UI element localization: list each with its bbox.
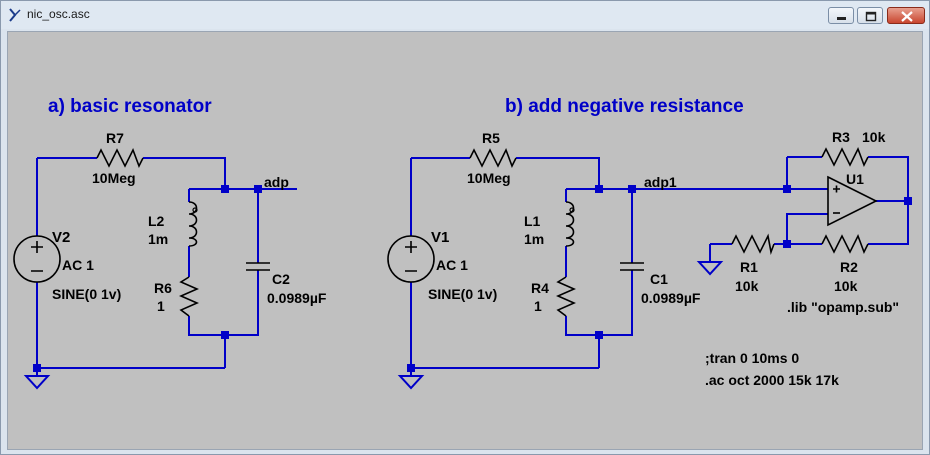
resistor-r2[interactable]: [821, 234, 869, 254]
title-bar[interactable]: nic_osc.asc: [1, 1, 929, 29]
l1-label: L1: [524, 213, 541, 229]
r3-value: 10k: [862, 129, 886, 145]
l1-value: 1m: [524, 231, 544, 247]
c1-label: C1: [650, 271, 668, 287]
ltspice-app-icon: [9, 8, 21, 22]
v1-ac: AC 1: [436, 257, 468, 273]
r7-value: 10Meg: [92, 170, 136, 186]
junction-dot: [904, 197, 912, 205]
inductor-l1[interactable]: [565, 201, 575, 247]
maximize-icon: [865, 11, 877, 22]
net-label-adp: adp: [264, 174, 289, 190]
minimize-button[interactable]: [828, 7, 854, 24]
r2-label: R2: [840, 259, 858, 275]
schematic[interactable]: a) basic resonator b) add negative resis…: [8, 32, 922, 449]
voltage-source-v1[interactable]: [387, 235, 435, 283]
u1-label: U1: [846, 171, 864, 187]
opamp-u1[interactable]: [827, 175, 878, 227]
lib-directive[interactable]: .lib "opamp.sub": [787, 299, 899, 315]
tran-directive[interactable]: ;tran 0 10ms 0: [705, 350, 799, 366]
r7-label: R7: [106, 130, 124, 146]
r1-label: R1: [740, 259, 758, 275]
junction-dot: [595, 331, 603, 339]
heading-negative-resistance: b) add negative resistance: [505, 96, 744, 117]
v1-sine: SINE(0 1v): [428, 286, 497, 302]
r4-label: R4: [531, 280, 549, 296]
c2-label: C2: [272, 271, 290, 287]
minimize-icon: [837, 17, 846, 20]
r3-label: R3: [832, 129, 850, 145]
close-icon: [901, 11, 913, 22]
v2-label: V2: [52, 229, 70, 246]
capacitor-c1[interactable]: [620, 262, 644, 271]
r4-value: 1: [534, 298, 542, 314]
ground-icon: [696, 261, 724, 276]
resistor-r6[interactable]: [179, 276, 199, 317]
capacitor-c2[interactable]: [246, 262, 270, 271]
r1-value: 10k: [735, 278, 759, 294]
junction-dot: [33, 364, 41, 372]
heading-basic-resonator: a) basic resonator: [48, 96, 212, 117]
resistor-r5[interactable]: [469, 148, 517, 168]
resistor-r7[interactable]: [96, 148, 144, 168]
r6-value: 1: [157, 298, 165, 314]
schematic-canvas[interactable]: a) basic resonator b) add negative resis…: [7, 31, 923, 450]
junction-dot: [221, 331, 229, 339]
close-button[interactable]: [887, 7, 925, 24]
l2-value: 1m: [148, 231, 168, 247]
net-label-adp1: adp1: [644, 174, 677, 190]
inductor-l2[interactable]: [188, 201, 198, 247]
resistor-r3[interactable]: [821, 147, 869, 167]
r2-value: 10k: [834, 278, 858, 294]
r6-label: R6: [154, 280, 172, 296]
window-title: nic_osc.asc: [27, 7, 90, 21]
voltage-source-v2[interactable]: [13, 235, 61, 283]
junction-dot: [628, 185, 636, 193]
c2-value: 0.0989µF: [267, 290, 327, 306]
maximize-button[interactable]: [857, 7, 883, 24]
r5-label: R5: [482, 130, 500, 146]
v2-ac: AC 1: [62, 257, 94, 273]
v1-label: V1: [431, 229, 449, 246]
junction-dot: [783, 185, 791, 193]
resistor-r1[interactable]: [731, 233, 775, 255]
v2-sine: SINE(0 1v): [52, 286, 121, 302]
junction-dot: [221, 185, 229, 193]
resistor-r4[interactable]: [556, 276, 576, 317]
r5-value: 10Meg: [467, 170, 511, 186]
ground-icon: [397, 375, 425, 390]
junction-dot: [407, 364, 415, 372]
junction-dot: [783, 240, 791, 248]
ground-icon: [23, 375, 51, 390]
ac-directive[interactable]: .ac oct 2000 15k 17k: [705, 372, 839, 388]
l2-label: L2: [148, 213, 165, 229]
junction-dot: [595, 185, 603, 193]
junction-dot: [254, 185, 262, 193]
c1-value: 0.0989µF: [641, 290, 701, 306]
